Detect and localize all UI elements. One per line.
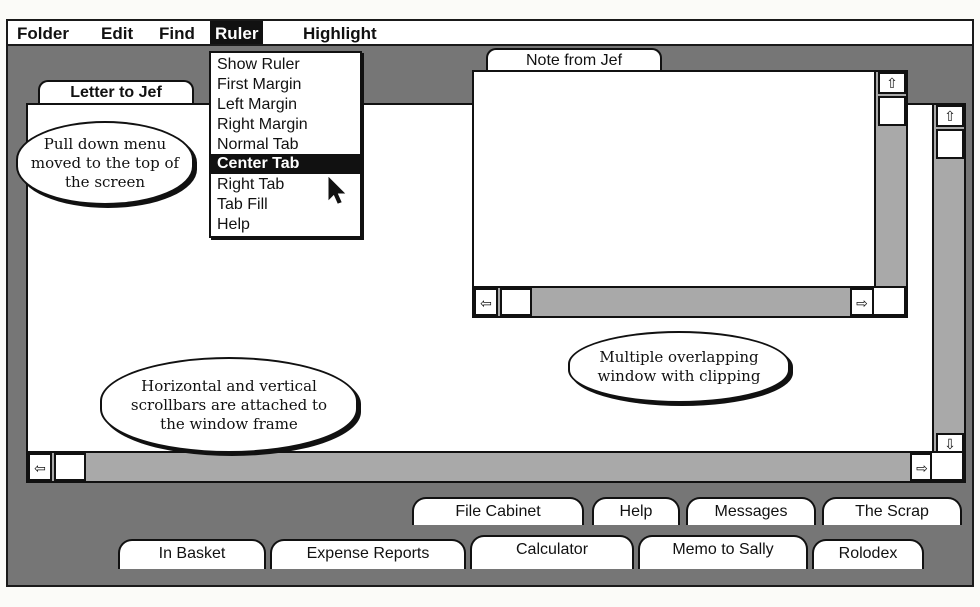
callout-overlap-text: Multiple overlapping window with clippin… (597, 348, 761, 385)
menu-find[interactable]: Find (159, 24, 195, 43)
note-window-tab[interactable]: Note from Jef (486, 48, 662, 72)
letter-scroll-up-button[interactable]: ⇧ (936, 105, 964, 127)
arrow-up-icon: ⇧ (886, 75, 898, 91)
tab-messages-label: Messages (714, 503, 788, 520)
tab-memo-to-sally[interactable]: Memo to Sally (638, 535, 808, 569)
tab-in-basket[interactable]: In Basket (118, 539, 266, 569)
callout-scrollbars: Horizontal and vertical scrollbars are a… (100, 357, 358, 453)
callout-pull-down-menu: Pull down menu moved to the top of the s… (16, 121, 194, 205)
arrow-down-icon: ⇩ (944, 436, 956, 452)
ruler-dropdown-menu: Show Ruler First Margin Left Margin Righ… (209, 51, 362, 238)
arrow-right-icon: ⇨ (916, 460, 928, 476)
letter-grow-box[interactable] (930, 451, 964, 481)
menu-item-help[interactable]: Help (217, 216, 250, 233)
tab-in-basket-label: In Basket (158, 545, 226, 562)
callout-overlapping-windows: Multiple overlapping window with clippin… (568, 331, 790, 403)
letter-vertical-scrollbar[interactable]: ⇧ ⇩ (932, 105, 964, 455)
note-window-title: Note from Jef (525, 52, 623, 69)
menu-folder[interactable]: Folder (17, 24, 69, 43)
note-scroll-left-button[interactable]: ⇦ (474, 288, 498, 316)
note-window[interactable]: ⇧ ⇦ ⇨ (472, 70, 908, 318)
menu-item-tab-fill[interactable]: Tab Fill (217, 196, 268, 213)
letter-scroll-left-button[interactable]: ⇦ (28, 453, 52, 481)
arrow-right-icon: ⇨ (856, 295, 868, 311)
tab-calculator[interactable]: Calculator (470, 535, 634, 569)
menu-item-center-tab[interactable]: Center Tab (211, 154, 360, 174)
menu-item-right-tab[interactable]: Right Tab (217, 176, 285, 193)
arrow-left-icon: ⇦ (34, 460, 46, 476)
tab-file-cabinet[interactable]: File Cabinet (412, 497, 584, 525)
tab-help-label: Help (619, 503, 653, 520)
note-scroll-right-button[interactable]: ⇨ (850, 288, 874, 316)
menu-item-first-margin[interactable]: First Margin (217, 76, 302, 93)
tab-help[interactable]: Help (592, 497, 680, 525)
letter-horizontal-thumb[interactable] (54, 453, 86, 481)
note-grow-box[interactable] (872, 286, 906, 316)
note-scroll-up-button[interactable]: ⇧ (878, 72, 906, 94)
tab-the-scrap[interactable]: The Scrap (822, 497, 962, 525)
tab-rolodex[interactable]: Rolodex (812, 539, 924, 569)
letter-window-tab[interactable]: Letter to Jef (38, 80, 194, 105)
arrow-left-icon: ⇦ (480, 295, 492, 311)
menu-item-left-margin[interactable]: Left Margin (217, 96, 298, 113)
letter-window-title: Letter to Jef (70, 84, 162, 101)
note-vertical-scrollbar[interactable]: ⇧ (874, 72, 906, 288)
note-horizontal-scrollbar[interactable]: ⇦ ⇨ (474, 286, 874, 316)
menu-item-right-margin[interactable]: Right Margin (217, 116, 308, 133)
tab-expense-reports[interactable]: Expense Reports (270, 539, 466, 569)
screen-frame: Folder Edit Find Ruler Highlight Letter … (6, 19, 974, 587)
callout-scrollbars-text: Horizontal and vertical scrollbars are a… (130, 376, 328, 433)
tab-the-scrap-label: The Scrap (855, 503, 929, 520)
tab-messages[interactable]: Messages (686, 497, 816, 525)
letter-vertical-thumb[interactable] (936, 129, 964, 159)
arrow-up-icon: ⇧ (944, 108, 956, 124)
note-vertical-thumb[interactable] (878, 96, 906, 126)
menu-bar: Folder Edit Find Ruler Highlight (8, 21, 972, 46)
menu-item-normal-tab[interactable]: Normal Tab (217, 136, 299, 153)
tab-memo-to-sally-label: Memo to Sally (672, 541, 774, 558)
menu-item-show-ruler[interactable]: Show Ruler (217, 56, 300, 73)
tab-expense-reports-label: Expense Reports (306, 545, 430, 562)
tab-calculator-label: Calculator (515, 541, 589, 558)
note-horizontal-thumb[interactable] (500, 288, 532, 316)
menu-edit[interactable]: Edit (101, 24, 134, 43)
tab-file-cabinet-label: File Cabinet (455, 503, 541, 520)
tab-rolodex-label: Rolodex (838, 545, 898, 562)
menu-ruler[interactable]: Ruler (210, 21, 264, 44)
callout-menu-text: Pull down menu moved to the top of the s… (30, 134, 180, 191)
menu-highlight[interactable]: Highlight (303, 24, 377, 43)
mouse-pointer-icon (328, 177, 346, 204)
letter-horizontal-scrollbar[interactable]: ⇦ ⇨ (28, 451, 934, 481)
